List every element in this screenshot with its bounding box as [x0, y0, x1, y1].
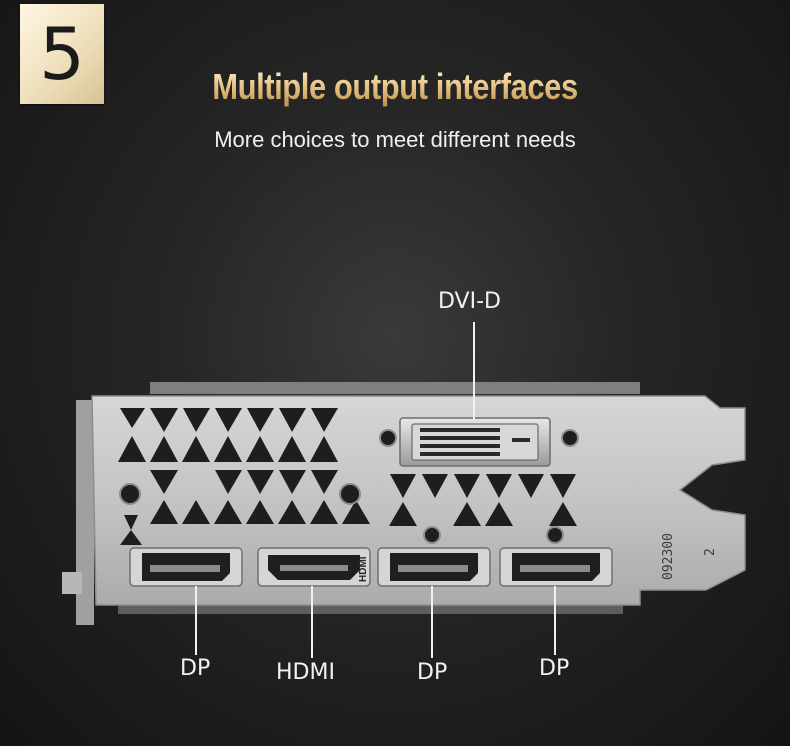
label-dp-3: DP [539, 656, 570, 681]
dp-port-3 [499, 547, 613, 587]
bracket-engraving-code: 092300 [661, 533, 676, 580]
hdmi-bracket-mark: HDMI [358, 556, 369, 582]
dvi-d-port [399, 417, 551, 467]
page-title: Multiple output interfaces [55, 66, 734, 108]
page-subtitle: More choices to meet different needs [214, 127, 576, 152]
label-hdmi: HDMI [276, 660, 335, 685]
hdmi-port [257, 547, 371, 587]
cooler-shroud-top [150, 382, 640, 394]
vent-grille [118, 408, 577, 545]
bracket-lip [76, 400, 94, 625]
label-dp-2: DP [417, 660, 448, 685]
screw-holes [119, 429, 579, 544]
dp-port-2 [377, 547, 491, 587]
dp-port-1 [129, 547, 243, 587]
step-number-badge: 5 [20, 4, 104, 104]
label-dvi-d: DVI-D [438, 289, 501, 314]
step-number: 5 [39, 12, 85, 96]
bracket-engraving-number: 2 [703, 548, 718, 556]
callout-lines [195, 322, 556, 658]
label-dp-1: DP [180, 656, 211, 681]
